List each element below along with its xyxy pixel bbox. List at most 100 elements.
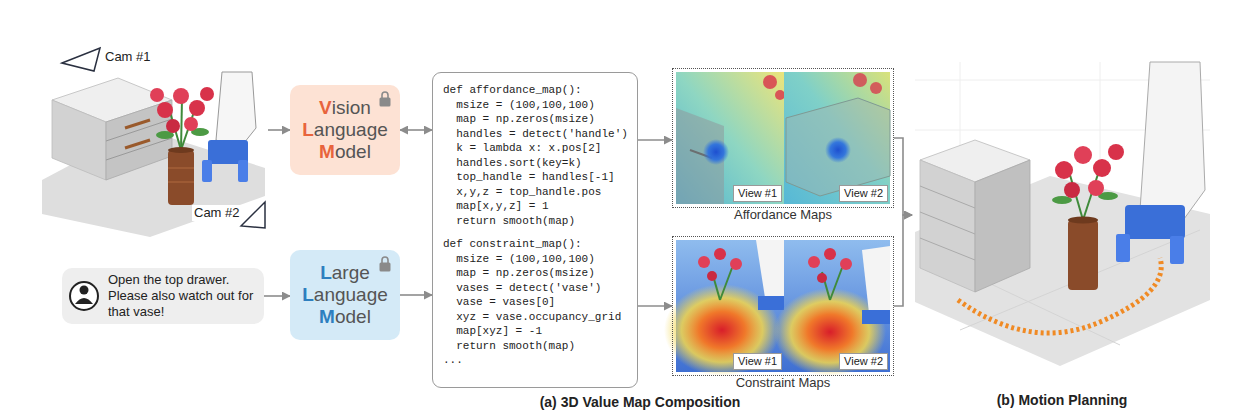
illustration-part (184, 117, 198, 131)
code-line: handles.sort(key=k) (443, 156, 629, 171)
prompt-bubble (62, 268, 264, 324)
illustration-part (853, 73, 867, 87)
initial-letter: L (302, 119, 314, 140)
connector-arrow (638, 305, 672, 307)
illustration-part (150, 88, 164, 102)
illustration-part (241, 202, 265, 228)
section-caption: (a) 3D Value Map Composition (460, 394, 820, 410)
view-image: View #2 (785, 73, 891, 205)
illustration-part (1055, 161, 1073, 179)
code-line: return smooth(map) (443, 214, 629, 229)
illustration-part (380, 263, 391, 272)
illustration-part (830, 268, 842, 300)
panel-caption: Affordance Maps (673, 208, 893, 222)
illustration-part (382, 92, 388, 98)
illustration-part (824, 248, 836, 260)
initial-letter: V (319, 97, 332, 118)
initial-letter: M (319, 306, 335, 327)
model-word: Large (302, 262, 388, 284)
illustration-part (840, 258, 852, 270)
view-image: View #1 (677, 73, 785, 205)
connector-arrow (400, 294, 432, 296)
illustration-part (920, 238, 975, 260)
illustration-part (1100, 62, 1101, 160)
map-panel: Affordance MapsView #1View #2 (672, 68, 894, 208)
code-line: map = np.zeros(msize) (443, 266, 629, 281)
illustration-part (62, 48, 100, 71)
illustration-part (202, 160, 212, 182)
illustration-part (380, 98, 391, 107)
illustration-part (730, 258, 742, 270)
code-line: def constraint_map(): (443, 237, 629, 252)
code-line: def affordance_map(): (443, 83, 629, 98)
code-line: msize = (100,100,100) (443, 252, 629, 267)
illustration-part (125, 140, 150, 148)
illustration-part (825, 137, 851, 163)
scene-image: Cam #1 Cam #2 (40, 45, 268, 237)
illustration-part (676, 72, 784, 204)
view-image: View #2 (785, 241, 891, 373)
code-line: map[x,y,z] = 1 (443, 199, 629, 214)
view-label: View #2 (839, 185, 888, 202)
illustration-part (714, 248, 726, 260)
code-line: map[xyz] = -1 (443, 324, 629, 339)
illustration-part (920, 160, 975, 292)
camera-label: Cam #1 (103, 49, 153, 65)
illustration-part (786, 98, 890, 196)
illustration-part (52, 100, 106, 180)
illustration-part (238, 160, 248, 182)
code-box: def affordance_map(): msize = (100,100,1… (432, 72, 638, 388)
panel-caption: Constraint Maps (673, 376, 893, 390)
illustration-part (168, 147, 194, 153)
illustration-part (720, 268, 732, 300)
illustration-part (763, 75, 777, 89)
model-word: Vision (302, 97, 388, 119)
illustration-part (1093, 159, 1111, 177)
vlm-box: Vision Language Model (290, 85, 400, 175)
illustration-part (1108, 144, 1124, 160)
illustration-part (870, 82, 882, 94)
map-panel: Constraint MapsView #1View #2 (672, 236, 894, 376)
illustration-part (157, 102, 173, 118)
code-line: return smooth(map) (443, 339, 629, 354)
initial-letter: L (320, 262, 332, 283)
initial-letter: M (319, 141, 335, 162)
illustration-part (382, 257, 388, 263)
connector-arrow (894, 215, 912, 306)
illustration-part (975, 160, 1030, 292)
code-line: top_handle = handles[-1] (443, 170, 629, 185)
connector-arrow (268, 129, 290, 131)
illustration-part (920, 186, 975, 208)
prompt-text: Open the top drawer. Please also watch o… (108, 272, 256, 320)
illustration-part (1088, 180, 1104, 196)
affordance-views (676, 72, 890, 204)
illustration-part (62, 268, 264, 324)
illustration-part (784, 72, 890, 204)
illustration-part (703, 139, 729, 165)
initial-letter: L (302, 284, 314, 305)
code-line: handles = detect('handle') (443, 127, 629, 142)
illustration-part (70, 282, 98, 310)
illustration-part (1125, 205, 1185, 239)
motion-scene: (b) Motion Planning (912, 60, 1212, 370)
lock-icon (380, 92, 391, 107)
motion-scene (915, 62, 1210, 366)
view-label: View #1 (733, 353, 782, 370)
model-name: Vision Language Model (302, 97, 388, 163)
connector-arrow (264, 295, 290, 297)
illustration-part (125, 120, 150, 128)
illustration-part (707, 271, 717, 281)
model-word: Language (302, 284, 388, 306)
illustration-part (106, 138, 172, 160)
code-line: xyz = vase.occupancy_grid (443, 310, 629, 325)
illustration-part (106, 100, 172, 180)
illustration-part (1068, 217, 1098, 224)
illustration-part (189, 100, 205, 116)
model-name: Large Language Model (302, 262, 388, 328)
illustration-part (1064, 182, 1080, 198)
view-label: View #2 (839, 353, 888, 370)
code-line: map = np.zeros(msize) (443, 112, 629, 127)
illustration-part (756, 240, 784, 304)
illustration-part (775, 90, 785, 100)
camera-label: Cam #2 (192, 205, 242, 221)
